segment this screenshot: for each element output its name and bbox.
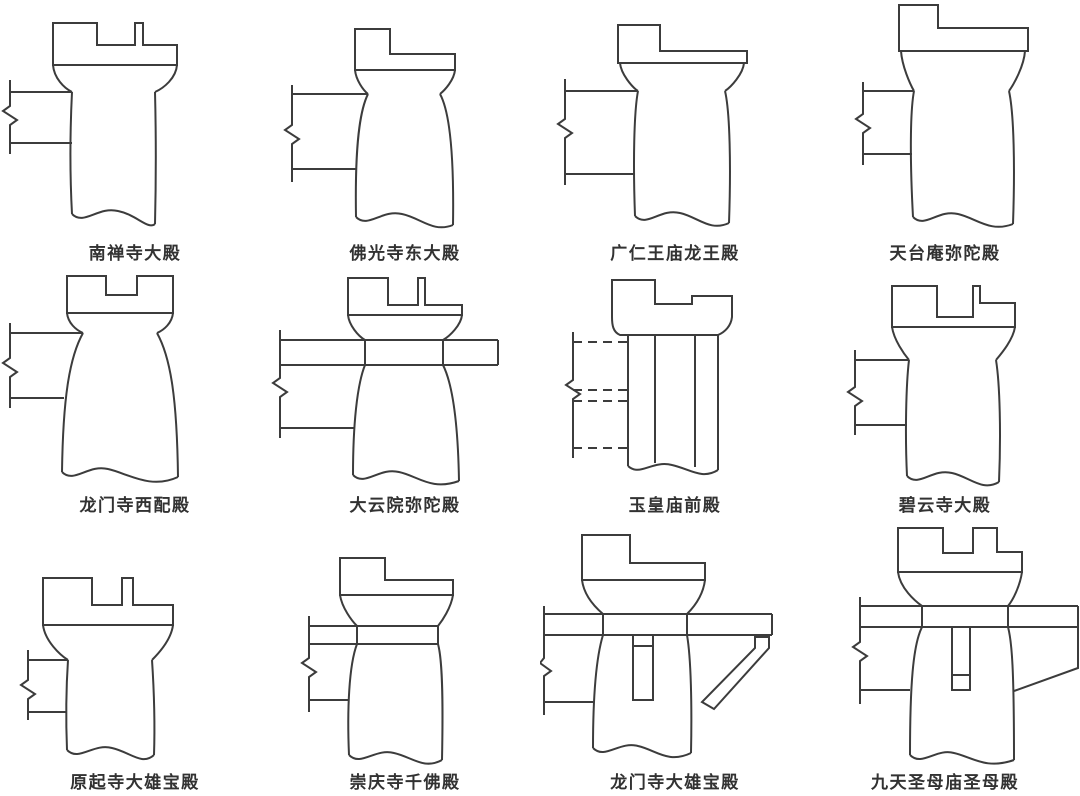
cap-block: [898, 4, 1029, 52]
figure-cell-longmensi-daxiongbaodian: 龙门寺大雄宝殿: [540, 520, 810, 796]
figure-label: 佛光寺东大殿: [349, 244, 461, 263]
figure-cell-biyunsi: 碧云寺大殿: [810, 268, 1080, 520]
column-shaft: [352, 364, 366, 476]
column-shaft: [347, 643, 358, 756]
figure-cell-dayunyuan: 大云院弥陀殿: [270, 268, 540, 520]
column-shaft: [909, 90, 915, 218]
break-zigzag: [846, 350, 864, 435]
column-shaft: [61, 332, 84, 473]
figure-cell-jiutianshengmumiao: 九天圣母庙圣母殿: [810, 520, 1080, 796]
figure-label: 南禅寺大殿: [88, 244, 182, 263]
column-capital-drawing-nanchansi: [1, 22, 178, 227]
cap-block: [617, 24, 748, 64]
break-zigzag: [1, 323, 19, 408]
hidden-beam-lines: [573, 341, 628, 449]
break-zigzag: [283, 85, 301, 182]
figure-cell-longmensi-xipeidian: 龙门寺西配殿: [0, 268, 270, 520]
break-zigzag: [19, 650, 37, 720]
cap-block: [339, 557, 454, 596]
column-shaft: [627, 335, 719, 470]
break-zigzag: [540, 606, 553, 715]
figure-cell-chongqingsi: 崇庆寺千佛殿: [270, 520, 540, 796]
figure-cell-guangrenwangmiao: 广仁王庙龙王殿: [540, 0, 810, 268]
column-capital-drawing-chongqingsi: [300, 557, 454, 765]
break-wave: [352, 470, 460, 486]
cap-block: [611, 279, 733, 336]
cap-block: [581, 534, 706, 581]
column-capital-drawing-yuhuangmiao: [564, 279, 733, 475]
break-wave: [906, 471, 1000, 487]
break-wave: [348, 751, 443, 765]
column-shaft: [592, 634, 604, 749]
column-shaft: [69, 91, 73, 215]
column-shaft: [909, 626, 923, 756]
cap-block: [354, 28, 456, 71]
figure-cell-yuanqisi: 原起寺大雄宝殿: [0, 520, 270, 796]
pupai-fang-band: [860, 605, 1079, 628]
figure-label: 天台庵弥陀殿: [889, 244, 1001, 263]
figure-label: 龙门寺大雄宝殿: [610, 773, 740, 792]
break-zigzag: [300, 616, 318, 712]
figure-cell-nanchansi-dadian: 南禅寺大殿: [0, 0, 270, 268]
column-capital-drawing-guangrenwang: [556, 24, 748, 227]
figure-cell-yuhuangmiao: 玉皇庙前殿: [540, 268, 810, 520]
break-wave: [66, 746, 155, 761]
cap-block: [66, 275, 174, 314]
break-wave: [909, 751, 1015, 765]
figure-label: 原起寺大雄宝殿: [70, 773, 200, 792]
column-capital-drawing-longmensi-daxiongbaodian: [540, 534, 773, 759]
break-zigzag: [564, 332, 582, 458]
column-capital-drawing-dayunyuan: [271, 277, 499, 486]
diagonal-brace: [700, 636, 770, 711]
break-wave: [592, 744, 692, 759]
mortise-slot: [951, 627, 971, 691]
break-zigzag: [271, 330, 289, 438]
beam-end-wedge: [1013, 627, 1079, 692]
figure-label: 玉皇庙前殿: [628, 496, 722, 515]
column-capital-drawing-yuanqisi: [19, 577, 174, 761]
figure-label: 九天圣母庙圣母殿: [871, 773, 1019, 792]
pupai-fang-band: [544, 613, 773, 636]
column-shaft: [904, 359, 910, 477]
break-zigzag: [854, 82, 872, 165]
break-wave: [912, 212, 1014, 228]
cap-block: [897, 527, 1023, 573]
figure-label: 龙门寺西配殿: [79, 496, 191, 515]
cap-block: [891, 285, 1016, 328]
mortise-slot: [632, 635, 654, 701]
cap-block: [347, 277, 463, 316]
break-wave: [634, 211, 730, 227]
figure-label: 碧云寺大殿: [898, 496, 992, 515]
column-capital-drawing-jiutianshengmu: [851, 527, 1079, 765]
break-wave: [71, 209, 156, 227]
pupai-fang-band: [309, 625, 439, 645]
column-shaft: [65, 659, 69, 751]
cap-block: [52, 22, 178, 66]
pupai-fang-band: [280, 339, 499, 366]
column-capital-drawing-biyunsi: [846, 285, 1016, 487]
figure-cell-foguangsi-dongdadian: 佛光寺东大殿: [270, 0, 540, 268]
break-zigzag: [556, 79, 574, 185]
break-zigzag: [1, 80, 19, 154]
column-capital-drawing-longmensi-xipeidian: [1, 275, 179, 483]
break-wave: [355, 212, 454, 229]
column-shaft: [633, 90, 639, 217]
break-zigzag: [851, 597, 869, 704]
figure-cell-tiantaian: 天台庵弥陀殿: [810, 0, 1080, 268]
column-capital-drawing-foguangsi: [283, 28, 456, 229]
figure-label: 大云院弥陀殿: [349, 496, 461, 515]
figure-label: 崇庆寺千佛殿: [349, 773, 461, 792]
cap-block: [42, 577, 174, 626]
break-wave: [627, 463, 719, 475]
figure-label: 广仁王庙龙王殿: [610, 244, 740, 263]
column-shaft: [354, 93, 369, 218]
column-facet-lines: [654, 335, 696, 467]
column-capital-drawing-tiantaian: [854, 4, 1029, 228]
break-wave: [61, 467, 179, 483]
